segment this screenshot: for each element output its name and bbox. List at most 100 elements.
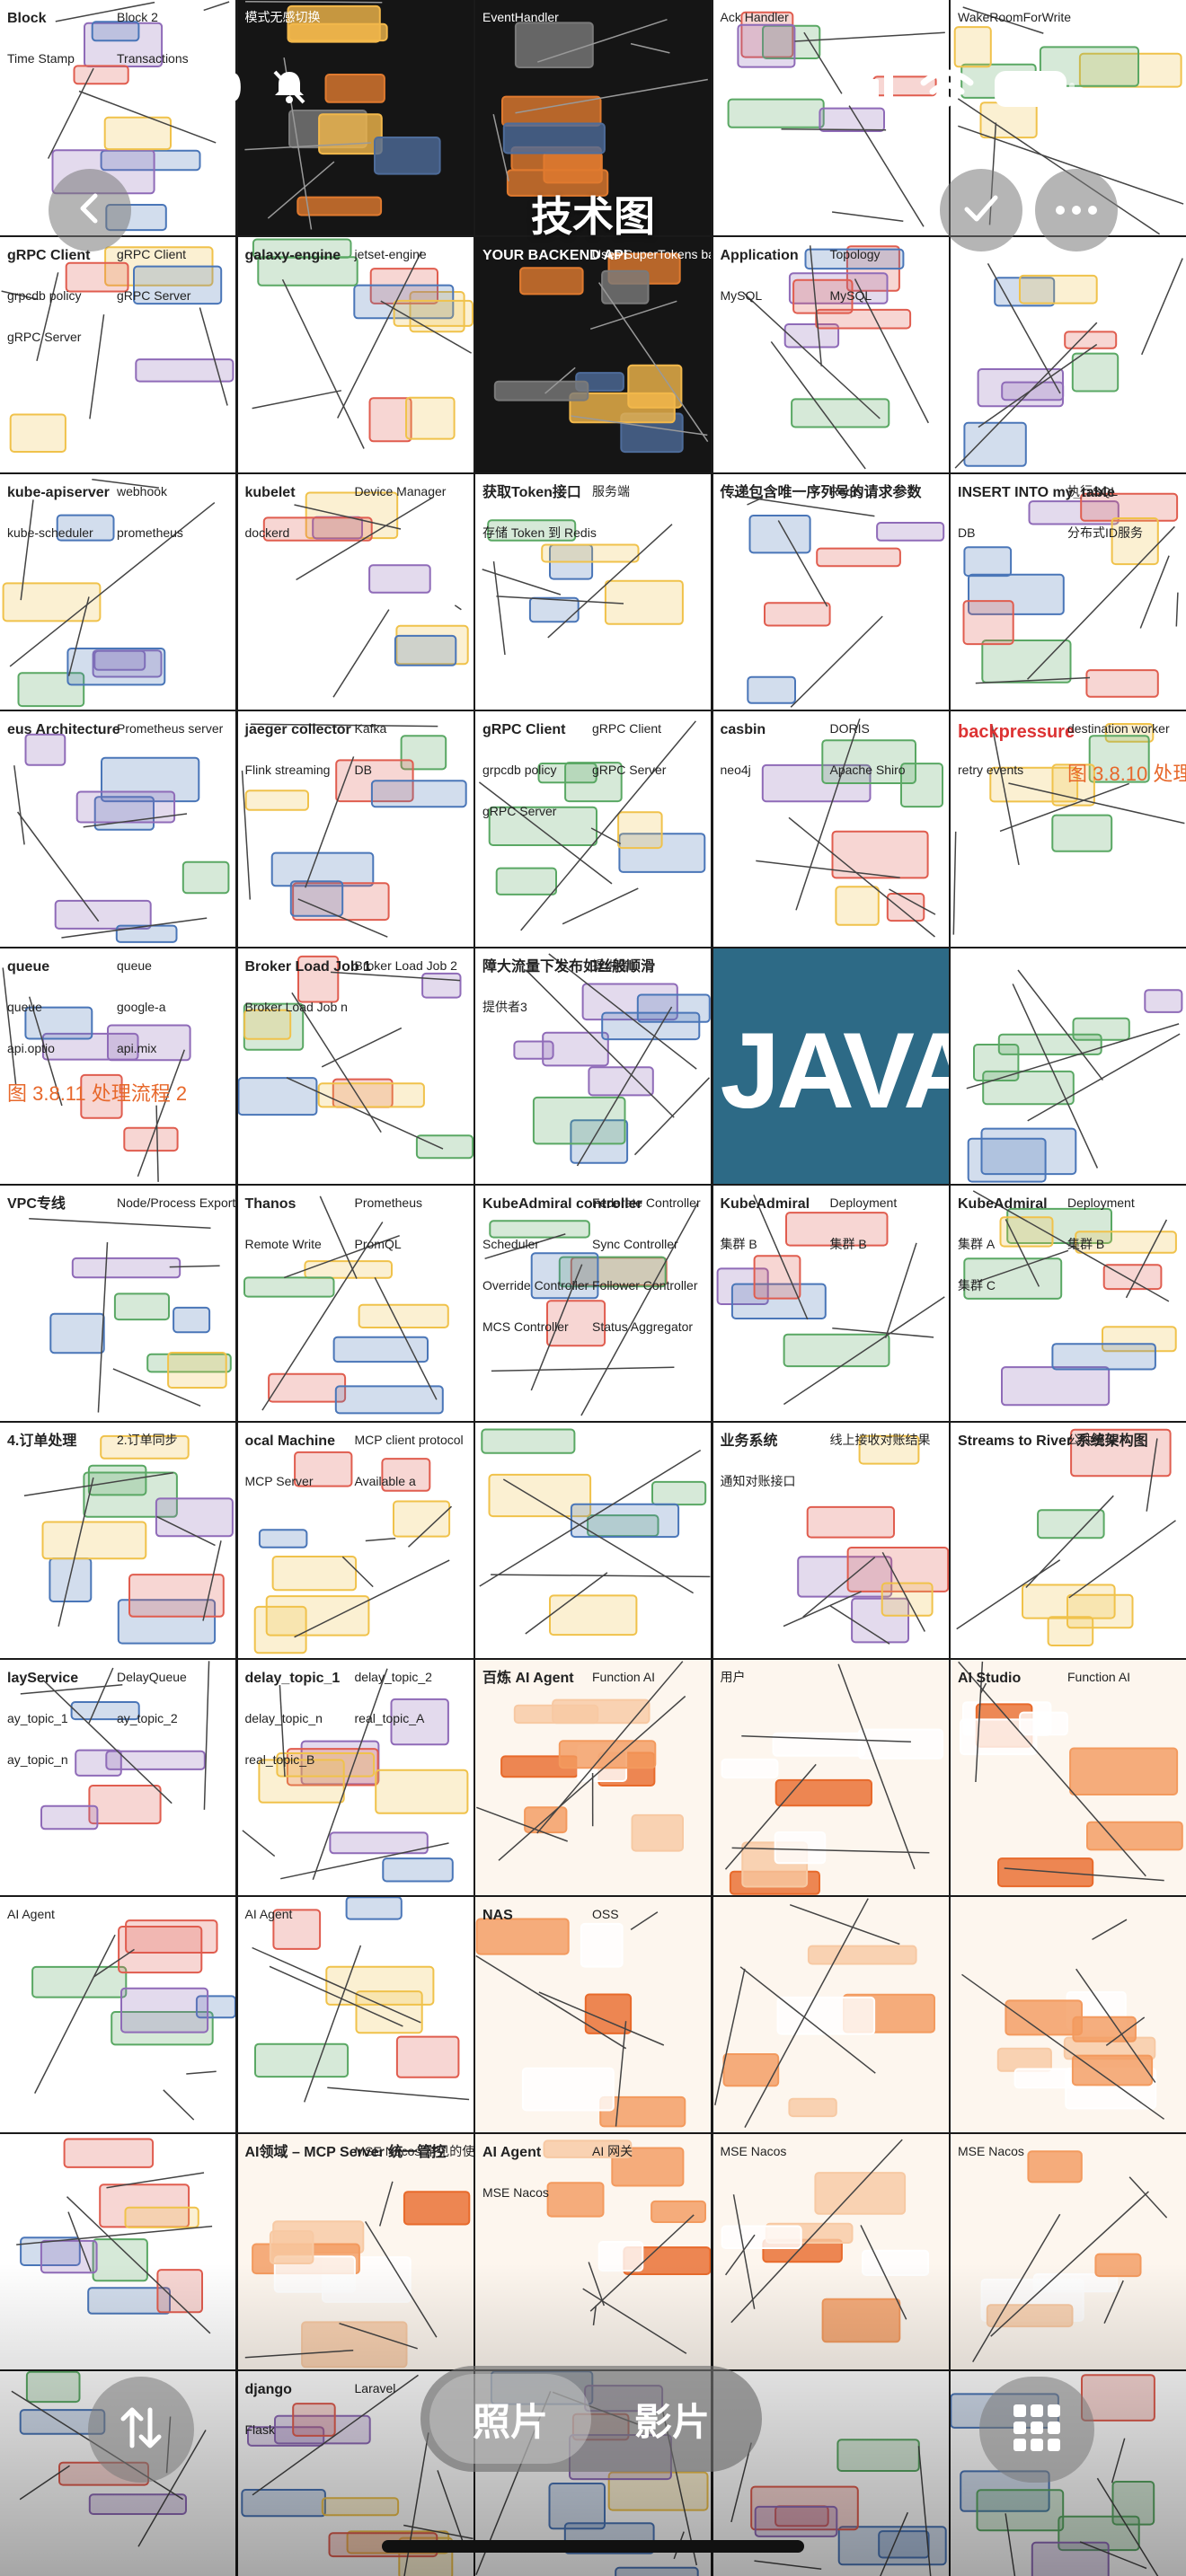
thumbnail-label: 业务系统	[720, 1434, 778, 1449]
thumbnail-label: 模式无感切换	[244, 10, 321, 24]
photo-thumbnail[interactable]: JAVA	[712, 948, 949, 1184]
diagram-thumbnail-art	[20, 1661, 210, 1831]
diagram-thumbnail-art	[251, 1897, 469, 2103]
thumbnail-label: DB	[958, 525, 976, 540]
tab-videos[interactable]: 影片	[633, 2399, 710, 2444]
thumbnail-label: PromQL	[354, 1237, 402, 1251]
diagram-thumbnail-art	[716, 1195, 945, 1406]
diagram-thumbnail-art	[243, 1195, 449, 1415]
thumbnail-label: MCS Controller	[482, 1319, 569, 1334]
photo-thumbnail[interactable]: MSE Nacos	[951, 2134, 1186, 2369]
thumbnail-label: prometheus	[117, 525, 183, 540]
photo-thumbnail[interactable]	[951, 1897, 1186, 2132]
photo-thumbnail[interactable]: MSE Nacos	[712, 2134, 949, 2369]
thumbnail-label: INSERT INTO my_table	[958, 485, 1115, 500]
diagram-thumbnail-art	[952, 723, 1185, 935]
thumbnail-label: Sync Controller	[592, 1237, 678, 1251]
diagram-thumbnail-art	[954, 258, 1183, 469]
back-button[interactable]	[49, 169, 131, 251]
thumbnail-label: queue	[7, 959, 50, 975]
photo-thumbnail[interactable]: 模式无感切换	[237, 0, 474, 235]
diagram-thumbnail-art	[966, 969, 1183, 1183]
photo-thumbnail[interactable]	[712, 1897, 949, 2132]
battery-icon	[994, 70, 1076, 108]
thumbnail-label: dockerd	[244, 525, 290, 540]
thumbnail-label: ay_topic_1	[7, 1711, 68, 1725]
photo-thumbnail[interactable]: 用户	[712, 1660, 949, 1895]
photo-thumbnail[interactable]: Streams to River 系统架构图公共组件	[951, 1423, 1186, 1658]
thumbnail-label: neo4j	[720, 763, 751, 777]
thumbnail-label: kubelet	[244, 485, 296, 500]
thumbnail-label: Override Controller	[482, 1278, 589, 1292]
photo-thumbnail[interactable]: AI Agent	[0, 1897, 235, 2132]
thumbnail-label: AI领域 – MCP Server 统一管控	[244, 2145, 447, 2160]
photo-thumbnail[interactable]: 获取Token接口服务端存储 Token 到 Redis	[475, 474, 711, 710]
thumbnail-label: Block 2	[117, 10, 158, 24]
thumbnail-label: 获取Token接口	[482, 485, 581, 500]
thumbnail-label: Broker Load Job 1	[244, 959, 371, 975]
thumbnail-label: 服务端	[592, 484, 630, 498]
photo-thumbnail[interactable]: AI Agent	[237, 1897, 474, 2132]
thumbnail-label: 公共组件	[1067, 1433, 1118, 1447]
thumbnail-label: ocal Machine	[244, 1434, 335, 1449]
photo-thumbnail[interactable]: 业务系统线上接收对账结果通知对账接口	[712, 1423, 949, 1658]
more-button[interactable]	[1035, 169, 1118, 251]
thumbnail-label: Broker Load Job 2	[354, 958, 457, 973]
photo-thumbnail[interactable]	[951, 948, 1186, 1184]
thumbnail-label: 百炼 AI Agent	[482, 1671, 574, 1686]
thumbnail-label: Thanos	[244, 1196, 296, 1212]
thumbnail-label: 4.订单处理	[7, 1434, 77, 1449]
thumbnail-label: 存储 Token 到 Redis	[482, 525, 597, 540]
diagram-thumbnail-art	[958, 1661, 1183, 1888]
thumbnail-label: real_topic_A	[354, 1711, 425, 1725]
thumbnail-label: gRPC Client	[592, 721, 662, 736]
photo-thumbnail[interactable]: EventHandler	[475, 0, 711, 235]
thumbnail-label: real_topic_B	[244, 1752, 315, 1767]
wifi-icon	[920, 68, 974, 108]
tab-photos[interactable]: 照片	[429, 2374, 591, 2464]
photo-thumbnail[interactable]: Ack Handler	[712, 0, 949, 235]
diagram-thumbnail-art	[476, 1661, 686, 1861]
diagram-thumbnail-art	[241, 1668, 468, 1883]
photo-thumbnail[interactable]	[0, 2134, 235, 2369]
photo-thumbnail[interactable]	[951, 237, 1186, 472]
thumbnail-label: Flink streaming	[244, 763, 331, 777]
sort-button[interactable]	[88, 2377, 194, 2483]
select-button[interactable]	[940, 169, 1022, 251]
grid-view-button[interactable]	[979, 2377, 1094, 2483]
thumbnail-label: MSE Nacos 常见的使用场景	[354, 2144, 474, 2158]
photo-thumbnail[interactable]	[475, 1423, 711, 1658]
thumbnail-label: Prometheus	[354, 1195, 422, 1210]
diagram-thumbnail-art	[2, 479, 216, 708]
